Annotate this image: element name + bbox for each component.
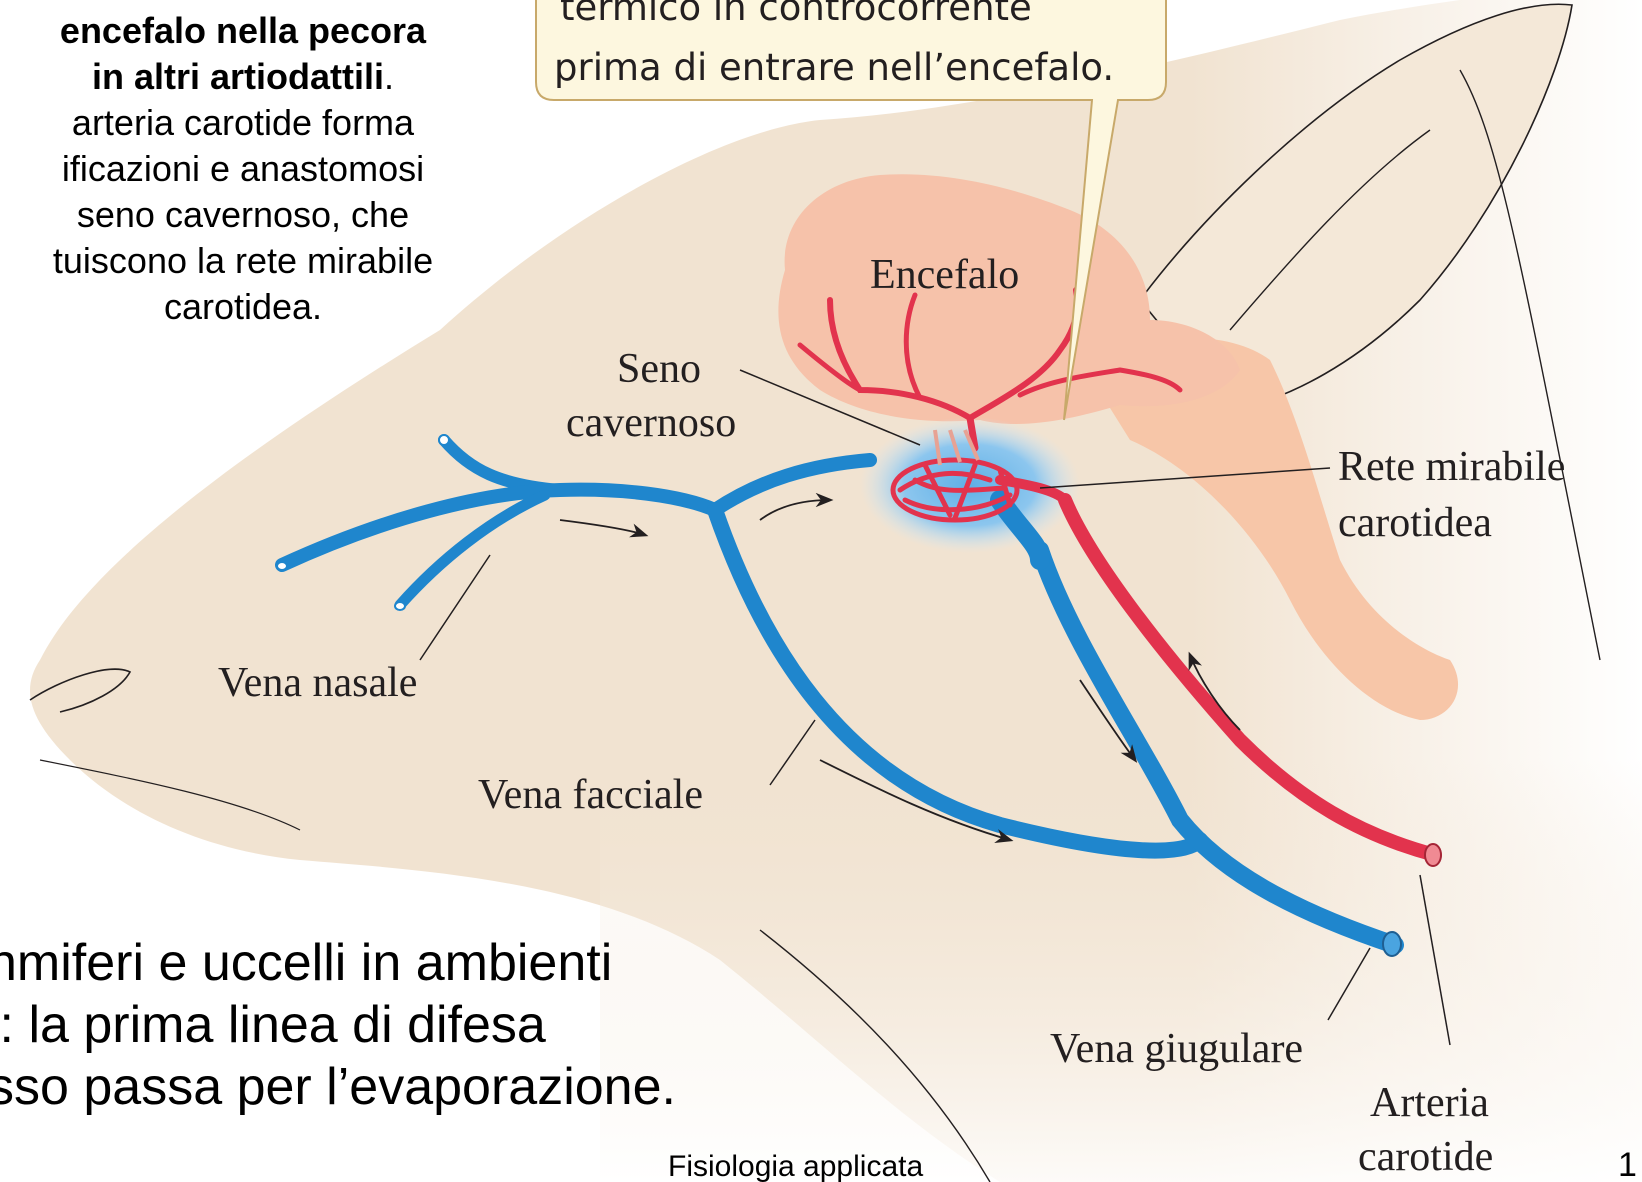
label-vena-nasale: Vena nasale	[218, 660, 417, 706]
label-rete-line1: Rete mirabile	[1338, 444, 1565, 490]
label-encefalo: Encefalo	[870, 252, 1019, 298]
label-seno-line2: cavernoso	[566, 400, 736, 446]
caption-text: encefalo nella pecora in altri artiodatt…	[0, 8, 498, 330]
caption-line-5: seno cavernoso, che	[0, 192, 498, 238]
caption-line-2: in altri artiodattili.	[0, 54, 498, 100]
caption-line-2-bold: in altri artiodattili	[92, 56, 384, 97]
body-text: nmiferi e uccelli in ambienti i: la prim…	[0, 932, 868, 1118]
caption-line-1: encefalo nella pecora	[0, 8, 498, 54]
caption-line-2-end: .	[384, 56, 394, 97]
label-arteria-line1: Arteria	[1370, 1080, 1489, 1126]
caption-line-7: carotidea.	[0, 284, 498, 330]
label-seno-line1: Seno	[617, 346, 701, 392]
label-vena-facciale: Vena facciale	[478, 772, 703, 818]
body-line-2: i: la prima linea di difesa	[0, 994, 868, 1056]
caption-line-6: tuiscono la rete mirabile	[0, 238, 498, 284]
body-line-3: sso passa per l’evaporazione.	[0, 1056, 868, 1118]
label-vena-giugulare: Vena giugulare	[1050, 1026, 1303, 1072]
label-rete-line2: carotidea	[1338, 500, 1492, 546]
caption-line-4: ificazioni e anastomosi	[0, 146, 498, 192]
callout-text-line2: prima di entrare nell’encefalo.	[554, 46, 1114, 89]
callout-text-line1: termico in controcorrente	[560, 0, 1032, 29]
body-line-1: nmiferi e uccelli in ambienti	[0, 932, 868, 994]
label-arteria-line2: carotide	[1358, 1134, 1493, 1180]
page-number: 1	[1618, 1146, 1637, 1182]
footer-text: Fisiologia applicata	[668, 1150, 923, 1182]
caption-line-3: arteria carotide forma	[0, 100, 498, 146]
